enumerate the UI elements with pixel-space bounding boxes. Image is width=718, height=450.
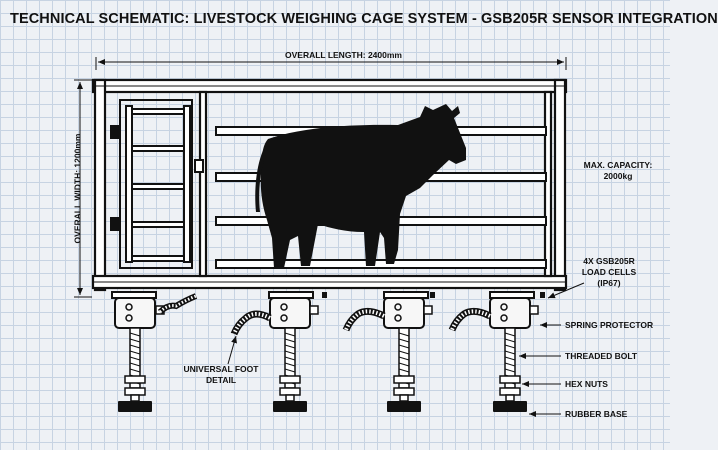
overall-length-label: OVERALL LENGTH: 2400mm bbox=[285, 50, 402, 60]
callout-leaders bbox=[227, 282, 585, 417]
width-dimension-line bbox=[74, 79, 92, 298]
capacity-line-1: MAX. CAPACITY: bbox=[583, 160, 653, 170]
capacity-label: MAX. CAPACITY: 2000kg bbox=[578, 160, 658, 182]
cow-silhouette bbox=[255, 104, 466, 268]
threaded-bolt-label: THREADED BOLT bbox=[565, 351, 638, 361]
schematic-drawing bbox=[74, 57, 585, 417]
foot-detail-line-1: UNIVERSAL FOOT bbox=[183, 364, 259, 374]
load-cell-foot-1 bbox=[114, 293, 198, 412]
overall-width-label: OVERALL WIDTH: 1200mm bbox=[72, 133, 83, 244]
load-cells-line-2: LOAD CELLS bbox=[581, 267, 637, 277]
length-dimension-line bbox=[95, 57, 567, 70]
load-cells-line-1: 4X GSB205R bbox=[583, 256, 635, 266]
hex-nuts-label: HEX NUTS bbox=[565, 379, 608, 389]
foot-detail-line-2: DETAIL bbox=[205, 375, 237, 385]
spring-protector-label: SPRING PROTECTOR bbox=[565, 320, 654, 330]
foot-detail-label: UNIVERSAL FOOT DETAIL bbox=[176, 364, 266, 386]
cage-frame bbox=[91, 78, 568, 292]
capacity-line-2: 2000kg bbox=[603, 171, 633, 181]
load-cell-foot-2 bbox=[230, 292, 327, 412]
schematic-title: TECHNICAL SCHEMATIC: LIVESTOCK WEIGHING … bbox=[10, 11, 718, 27]
rubber-base-label: RUBBER BASE bbox=[565, 409, 628, 419]
entry-gate bbox=[110, 99, 204, 269]
load-cell-foot-3 bbox=[342, 292, 435, 412]
load-cells-line-3: (IP67) bbox=[597, 278, 621, 288]
load-cell-foot-4 bbox=[448, 292, 545, 412]
load-cells-label: 4X GSB205R LOAD CELLS (IP67) bbox=[572, 256, 646, 289]
